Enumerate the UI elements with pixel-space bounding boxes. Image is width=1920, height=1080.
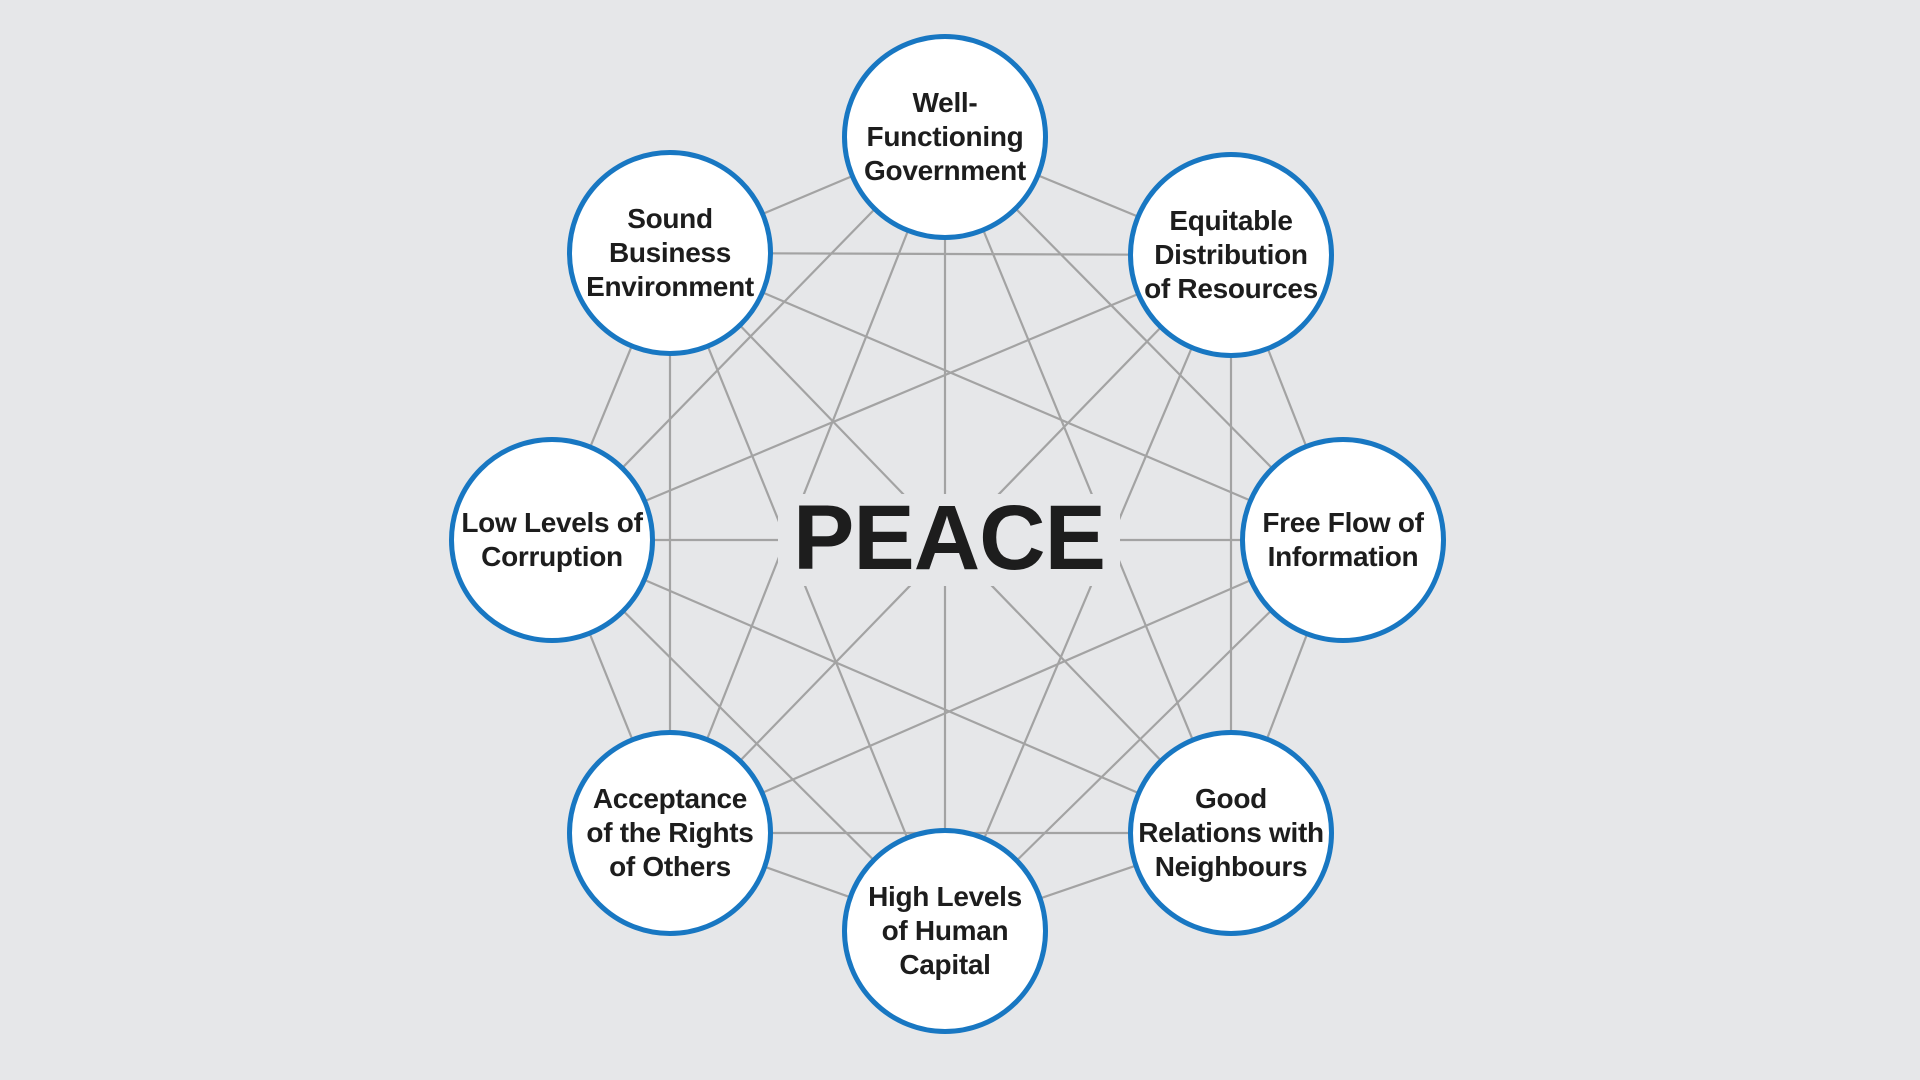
node-acceptance-of-rights: Acceptance of the Rights of Others xyxy=(567,730,773,936)
connector-line xyxy=(668,252,947,932)
connector-line xyxy=(669,251,1344,542)
node-label: Well- Functioning Government xyxy=(864,87,1026,186)
connector-line xyxy=(551,538,1232,835)
center-mask xyxy=(778,494,1120,586)
node-equitable-distribution: Equitable Distribution of Resources xyxy=(1128,152,1334,358)
node-good-relations: Good Relations with Neighbours xyxy=(1128,730,1334,936)
connector-line xyxy=(943,254,1233,932)
node-label: Acceptance of the Rights of Others xyxy=(586,783,754,882)
node-label: Good Relations with Neighbours xyxy=(1138,783,1324,882)
node-label: Equitable Distribution of Resources xyxy=(1144,205,1318,304)
node-human-capital: High Levels of Human Capital xyxy=(842,828,1048,1034)
connector-line xyxy=(943,136,1233,834)
node-label: Free Flow of Information xyxy=(1262,507,1424,572)
node-label: Sound Business Environment xyxy=(586,203,754,302)
connector-line xyxy=(669,538,1344,835)
node-sound-business-environment: Sound Business Environment xyxy=(567,150,773,356)
center-title-peace: PEACE xyxy=(793,486,1106,589)
node-low-corruption: Low Levels of Corruption xyxy=(449,437,655,643)
node-label: Low Levels of Corruption xyxy=(461,507,643,572)
connector-line xyxy=(551,253,1232,542)
node-well-functioning-government: Well- Functioning Government xyxy=(842,34,1048,240)
node-free-flow-of-information: Free Flow of Information xyxy=(1240,437,1446,643)
node-label: High Levels of Human Capital xyxy=(868,881,1022,980)
